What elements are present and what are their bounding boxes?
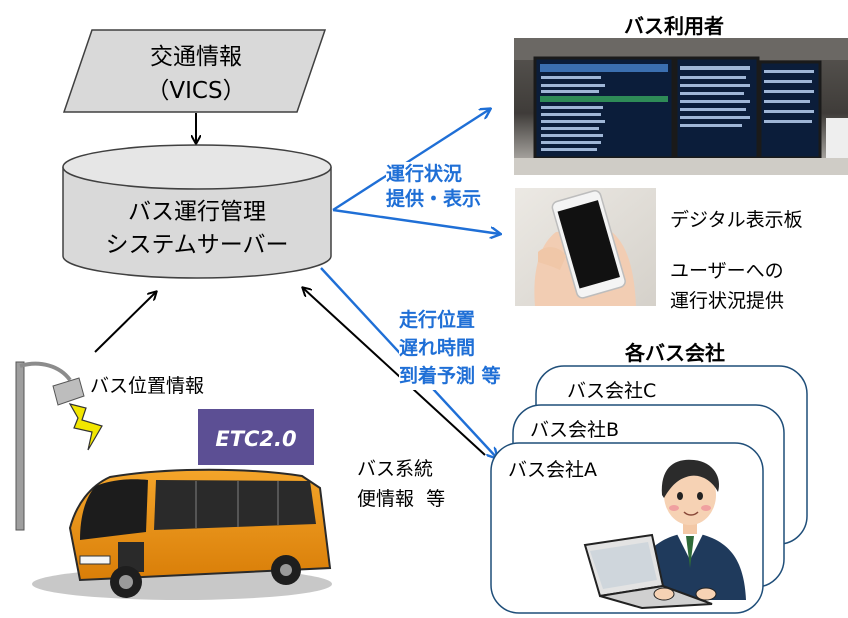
- etc-logo-text: ETC2.0: [215, 427, 296, 451]
- company-b-label: バス会社B: [530, 419, 620, 441]
- realtime-info-line3: 到着予測 等: [399, 365, 501, 387]
- user-info-line1: ユーザーへの: [670, 260, 784, 282]
- etc-logo: ETC2.0: [198, 409, 314, 465]
- arrow-server-to-board: [332, 109, 490, 212]
- traffic-info-line2: （VICS）: [146, 78, 246, 104]
- traffic-info-label: 交通情報 （VICS）: [96, 40, 296, 108]
- company-c-label: バス会社C: [567, 380, 657, 402]
- traffic-info-box: [62, 29, 327, 113]
- departure-board-photo: [514, 38, 848, 175]
- realtime-info-line1: 走行位置: [399, 309, 476, 331]
- roadside-antenna-icon: [15, 361, 85, 531]
- server-line1: バス運行管理: [128, 199, 266, 225]
- route-info-label: バス系統 便情報 等: [357, 454, 445, 514]
- operation-status-line2: 提供・表示: [386, 188, 482, 210]
- realtime-info-line2: 遅れ時間: [399, 337, 476, 359]
- server-cylinder: [62, 144, 332, 279]
- operation-status-line1: 運行状況: [386, 163, 463, 185]
- arrow-companies-to-server: [303, 288, 486, 456]
- server-line2: システムサーバー: [105, 232, 289, 258]
- route-info-line1: バス系統: [357, 458, 434, 480]
- bus-location-label: バス位置情報: [90, 375, 205, 397]
- realtime-info-label: 走行位置 遅れ時間 到着予測 等: [399, 306, 501, 390]
- operation-status-label: 運行状況 提供・表示: [386, 162, 482, 212]
- user-info-label: ユーザーへの 運行状況提供: [670, 256, 784, 316]
- user-info-line2: 運行状況提供: [670, 290, 785, 312]
- office-worker-illustration: [583, 459, 746, 610]
- arrow-server-to-phone: [332, 208, 500, 234]
- traffic-info-line1: 交通情報: [150, 44, 242, 70]
- smartphone-photo: [515, 188, 656, 306]
- bus-illustration: [32, 468, 332, 600]
- server-label: バス運行管理 システムサーバー: [63, 196, 331, 262]
- digital-sign-label: デジタル表示板: [670, 209, 803, 231]
- bus-users-title: バス利用者: [624, 14, 724, 38]
- arrow-bus-to-server: [94, 292, 156, 353]
- route-info-line2: 便情報 等: [357, 488, 446, 510]
- bus-companies-title: 各バス会社: [625, 341, 725, 365]
- company-a-label: バス会社A: [508, 459, 597, 481]
- lightning-icon: [68, 403, 103, 451]
